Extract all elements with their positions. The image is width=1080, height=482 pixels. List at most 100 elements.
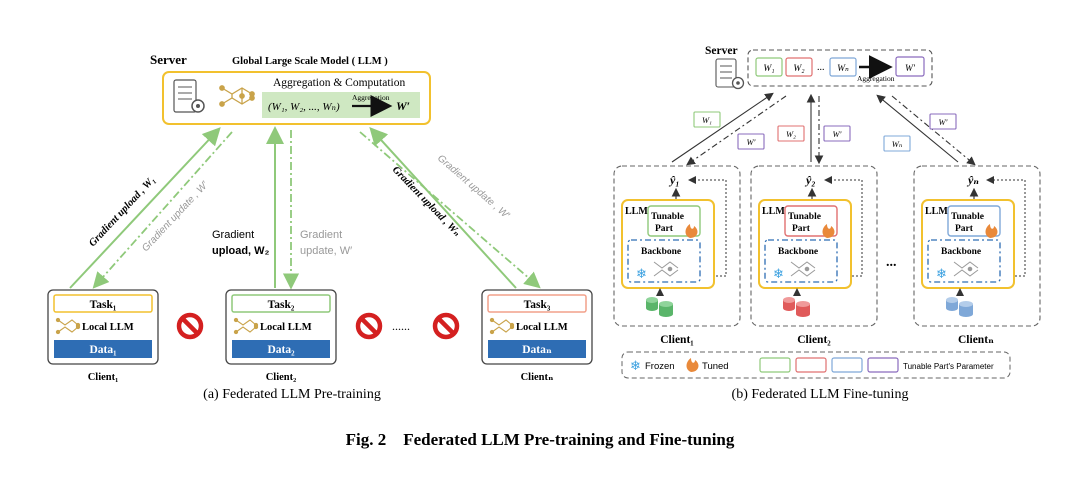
dataset-icon bbox=[783, 297, 810, 317]
aggregation-arrow-label-a: Aggregation bbox=[352, 93, 390, 102]
upload-label-client2-line1: Gradient bbox=[212, 229, 254, 241]
client-card-a1: Task₁ Local LLM Data₁ bbox=[47, 289, 159, 365]
frozen-snowflake-icon: ❄ bbox=[936, 266, 947, 281]
legend-tuned: Tuned bbox=[702, 361, 729, 372]
upload-arrow-clientn bbox=[369, 127, 517, 289]
aggregation-arrow-label-b: Aggregation bbox=[857, 74, 895, 83]
aggregated-weight-chip: W′ bbox=[905, 64, 916, 74]
update-arrow-clientn bbox=[359, 131, 541, 289]
update-label-client2-line2: update, W′ bbox=[300, 245, 352, 257]
tunable-label: Tunable bbox=[651, 212, 684, 222]
tunable-label-2: Part bbox=[955, 224, 974, 234]
client-card-a2: Task₂ Local LLM Data₂ bbox=[225, 289, 337, 365]
caption-a: (a) Federated LLM Pre-training bbox=[203, 387, 381, 402]
model-title: Global Large Scale Model ( LLM ) bbox=[232, 56, 388, 67]
frozen-snowflake-icon: ❄ bbox=[636, 266, 647, 281]
tuned-flame-icon bbox=[822, 224, 835, 238]
aggregation-band bbox=[262, 92, 420, 118]
client-card-bn: ŷₙ LLM Tunable Part Backbone ❄ bbox=[913, 165, 1041, 327]
edge-chip: W₂ bbox=[786, 129, 796, 139]
client-name-b1: Client₁ bbox=[660, 334, 693, 346]
backbone-label: Backbone bbox=[941, 247, 981, 257]
prediction-label: ŷ₁ bbox=[668, 173, 680, 187]
ellipsis-b: ... bbox=[886, 255, 897, 270]
legend-swatch bbox=[795, 357, 827, 373]
ellipsis-a: ...... bbox=[392, 319, 410, 333]
client-name-b2: Client₂ bbox=[797, 334, 831, 346]
weight-chip: Wₙ bbox=[837, 64, 849, 74]
neural-network-icon bbox=[219, 85, 255, 107]
server-label-b: Server bbox=[705, 45, 738, 57]
client-card-an: Task₃ Local LLM Dataₙ bbox=[481, 289, 593, 365]
backbone-label: Backbone bbox=[778, 247, 818, 257]
server-icon bbox=[715, 58, 745, 90]
upload-arrow-b1 bbox=[671, 92, 774, 163]
legend-swatch bbox=[759, 357, 791, 373]
local-llm-label: Local LLM bbox=[82, 322, 134, 333]
tunable-label: Tunable bbox=[788, 212, 821, 222]
legend-param: Tunable Part's Parameter bbox=[903, 362, 994, 371]
weight-chip: W₁ bbox=[763, 64, 774, 74]
local-llm-label: Local LLM bbox=[516, 322, 568, 333]
tunable-label-2: Part bbox=[792, 224, 811, 234]
client-name-bn: Clientₙ bbox=[958, 334, 994, 346]
weight-ellipsis: ... bbox=[817, 62, 825, 73]
panel-a: Server Global Large Scale Model ( LLM ) … bbox=[47, 52, 593, 402]
task-label: Task₁ bbox=[90, 299, 117, 311]
legend-frozen: Frozen bbox=[645, 361, 675, 372]
update-arrow-b1 bbox=[686, 95, 787, 166]
tuned-flame-icon bbox=[686, 358, 699, 372]
dataset-icon bbox=[646, 297, 673, 317]
llm-label: LLM bbox=[762, 206, 785, 217]
tuned-flame-icon bbox=[985, 224, 998, 238]
client-name-an: Clientₙ bbox=[521, 372, 554, 383]
edge-chip: W′ bbox=[939, 117, 948, 127]
figure-caption: Fig. 2 Federated LLM Pre-training and Fi… bbox=[346, 430, 735, 449]
backbone-label: Backbone bbox=[641, 247, 681, 257]
upload-label-client2-line2: upload, W₂ bbox=[212, 245, 270, 257]
llm-label: LLM bbox=[925, 206, 948, 217]
client-card-b2: ŷ₂ LLM Tunable Part Backbone ❄ bbox=[750, 165, 878, 327]
update-arrow-client1 bbox=[92, 131, 233, 289]
no-communication-icon bbox=[432, 312, 460, 340]
client-card-b1: ŷ₁ LLM Tunable Part Backbone ❄ bbox=[613, 165, 741, 327]
update-label-client1: Gradient update , W′ bbox=[140, 179, 211, 254]
update-arrow-bn bbox=[891, 95, 976, 166]
weight-chip: W₂ bbox=[793, 64, 805, 74]
no-communication-icon bbox=[176, 312, 204, 340]
upload-arrow-client1 bbox=[69, 127, 221, 289]
task-label: Task₂ bbox=[268, 299, 295, 311]
client-name-a2: Client₂ bbox=[266, 372, 297, 383]
tuned-flame-icon bbox=[685, 224, 698, 238]
upload-label-clientn: Gradient upload , Wₙ bbox=[390, 164, 462, 238]
upload-arrow-bn bbox=[876, 94, 959, 163]
tunable-label: Tunable bbox=[951, 212, 984, 222]
prediction-label: ŷ₂ bbox=[804, 173, 816, 187]
server-box-b bbox=[747, 49, 933, 87]
frozen-snowflake-icon: ❄ bbox=[630, 358, 641, 373]
caption-b: (b) Federated LLM Fine-tuning bbox=[732, 387, 909, 402]
server-icon bbox=[173, 79, 205, 113]
aggregation-result-a: W′ bbox=[396, 99, 410, 113]
legend-swatch bbox=[831, 357, 863, 373]
edge-chip: Wₙ bbox=[892, 139, 903, 149]
task-label: Task₃ bbox=[524, 299, 551, 311]
client-name-a1: Client₁ bbox=[88, 372, 119, 383]
update-label-client2-line1: Gradient bbox=[300, 229, 342, 241]
llm-label: LLM bbox=[625, 206, 648, 217]
local-llm-label: Local LLM bbox=[260, 322, 312, 333]
dataset-icon bbox=[946, 297, 973, 317]
frozen-snowflake-icon: ❄ bbox=[773, 266, 784, 281]
legend-swatch bbox=[867, 357, 899, 373]
aggregation-formula: (W₁, W₂, ..., Wₙ) bbox=[268, 101, 340, 113]
server-label-a: Server bbox=[150, 52, 187, 67]
legend: ❄ Frozen Tuned Tunable Part's Parameter bbox=[621, 351, 1011, 379]
edge-chip: W′ bbox=[747, 137, 756, 147]
aggregation-title: Aggregation & Computation bbox=[273, 77, 405, 89]
no-communication-icon bbox=[355, 312, 383, 340]
edge-chip: W′ bbox=[833, 129, 842, 139]
panel-b: Server W₁ W₂ ... Wₙ Aggregation W′ W₁ W bbox=[613, 45, 1041, 402]
prediction-label: ŷₙ bbox=[966, 173, 979, 187]
data-label: Data₂ bbox=[267, 344, 295, 356]
